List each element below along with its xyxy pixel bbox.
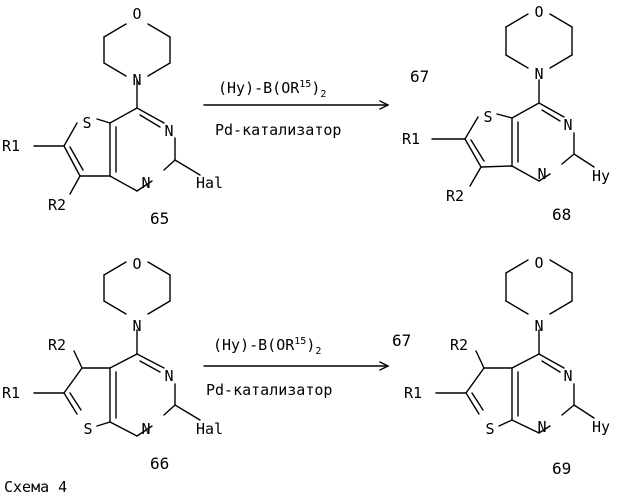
compound-number-68: 68: [552, 205, 571, 224]
reaction-arrow-top: [204, 101, 388, 109]
oxygen-atom-68: O: [534, 3, 543, 21]
compound-number-66: 66: [150, 454, 169, 473]
compound-65-structure: [34, 24, 200, 194]
compound-number-67-bottom: 67: [392, 331, 411, 350]
substituent-r1-66: R1: [2, 384, 20, 402]
nitrogen-morpholine-68: N: [534, 65, 543, 83]
substituent-r2-65: R2: [48, 196, 66, 214]
substituent-r2-69: R2: [450, 336, 468, 354]
oxygen-atom-65: O: [132, 5, 141, 23]
substituent-r2-68: R2: [446, 187, 464, 205]
substituent-r1-68: R1: [402, 130, 420, 148]
nitrogen-1-66: N: [141, 420, 150, 438]
heteroaryl-label-69: Hy: [592, 418, 610, 436]
nitrogen-morpholine-69: N: [534, 317, 543, 335]
nitrogen-1-68: N: [537, 165, 546, 183]
catalyst-label-bottom: Pd-катализатор: [206, 381, 332, 399]
nitrogen-morpholine-66: N: [132, 317, 141, 335]
compound-number-65: 65: [150, 209, 169, 228]
sulfur-atom-68: S: [483, 108, 492, 126]
compound-number-69: 69: [552, 459, 571, 478]
halogen-label-66: Hal: [196, 420, 223, 438]
nitrogen-3-68: N: [563, 116, 572, 134]
nitrogen-1-69: N: [537, 418, 546, 436]
oxygen-atom-69: O: [534, 254, 543, 272]
substituent-r2-66: R2: [48, 336, 66, 354]
compound-number-67-top: 67: [410, 67, 429, 86]
nitrogen-3-66: N: [164, 367, 173, 385]
nitrogen-morpholine-65: N: [132, 71, 141, 89]
reagent-formula-top: (Hy)-B(OR15)2: [218, 79, 326, 100]
oxygen-atom-66: O: [132, 255, 141, 273]
sulfur-atom-69: S: [485, 420, 494, 438]
scheme-caption: Схема 4: [4, 478, 67, 496]
catalyst-label-top: Pd-катализатор: [215, 121, 341, 139]
heteroaryl-label-68: Hy: [592, 167, 610, 185]
reaction-arrow-bottom: [204, 362, 388, 370]
nitrogen-3-65: N: [164, 122, 173, 140]
reagent-formula-bottom: (Hy)-B(OR15)2: [213, 336, 321, 357]
sulfur-atom-66: S: [83, 420, 92, 438]
sulfur-atom-65: S: [82, 114, 91, 132]
halogen-label-65: Hal: [196, 174, 223, 192]
compound-68-structure: [432, 14, 594, 186]
nitrogen-3-69: N: [563, 367, 572, 385]
substituent-r1-65: R1: [2, 137, 20, 155]
nitrogen-1-65: N: [141, 174, 150, 192]
substituent-r1-69: R1: [404, 384, 422, 402]
